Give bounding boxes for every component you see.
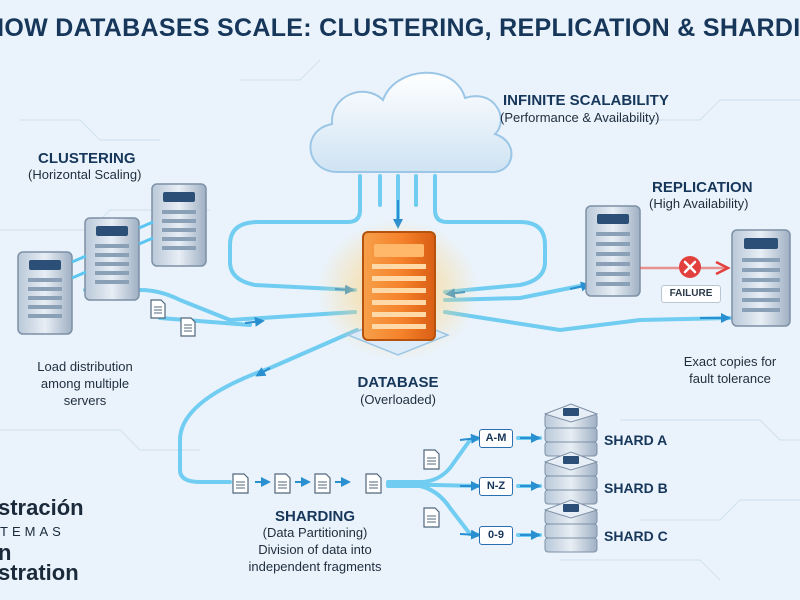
document-icon [150, 299, 166, 319]
server-icon [585, 205, 641, 297]
document-icon [365, 473, 382, 494]
shard-range-tag: N-Z [479, 477, 513, 496]
brand-watermark-line: stration [0, 560, 79, 585]
page-title: HOW DATABASES SCALE: CLUSTERING, REPLICA… [0, 14, 800, 42]
database-subheading: (Overloaded) [360, 392, 436, 407]
cloud-icon [309, 71, 513, 174]
clustering-description: Load distribution among multiple servers [25, 358, 145, 409]
clustering-description-line: Load distribution [37, 359, 133, 374]
sharding-heading: SHARDING [274, 508, 355, 525]
shard-range-tag: 0-9 [479, 526, 513, 545]
sharding-description-line: Division of data into [258, 542, 372, 557]
document-icon [423, 449, 440, 470]
sharding-description-line: independent fragments [248, 559, 382, 574]
sharding-description: Division of data into independent fragme… [235, 541, 395, 575]
clustering-subheading: (Horizontal Scaling) [28, 167, 142, 182]
document-icon [180, 317, 196, 337]
document-icon [232, 473, 249, 494]
failure-x-icon [679, 256, 701, 278]
replication-servers [585, 205, 791, 327]
brand-watermark-line: n [0, 540, 12, 565]
document-icon [274, 473, 291, 494]
failure-badge: FAILURE [661, 285, 721, 303]
cloud-heading: INFINITE SCALABILITY [503, 92, 669, 109]
replication-description: Exact copies for fault tolerance [665, 353, 795, 387]
server-icon [17, 251, 73, 335]
shard-label: SHARD C [604, 528, 668, 544]
shard-c-disk-stack-icon [543, 499, 599, 553]
shard-a-disk-stack-icon [543, 403, 599, 457]
cloud-subheading: (Performance & Availability) [500, 110, 660, 125]
clustering-heading: CLUSTERING [38, 150, 136, 167]
document-icon [423, 507, 440, 528]
sharding-documents [232, 449, 440, 528]
server-icon [731, 229, 791, 327]
shard-range-tag: A-M [479, 429, 513, 448]
replication-subheading: (High Availability) [649, 196, 749, 211]
database-heading: DATABASE [357, 374, 439, 391]
sharding-subheading: (Data Partitioning) [262, 525, 368, 540]
brand-watermark-line: stración [0, 495, 84, 520]
clustering-description-line: among multiple [40, 376, 130, 391]
clustering-servers [17, 183, 207, 335]
server-icon [151, 183, 207, 267]
document-icon [314, 473, 331, 494]
shard-b-disk-stack-icon [543, 451, 599, 505]
replication-description-line: fault tolerance [689, 371, 771, 386]
replication-heading: REPLICATION [652, 179, 753, 196]
clustering-description-line: servers [63, 393, 107, 408]
database-server-icon [318, 220, 478, 360]
server-icon [84, 217, 140, 301]
shard-stacks [543, 403, 599, 553]
shard-label: SHARD A [604, 432, 668, 448]
replication-description-line: Exact copies for [683, 354, 777, 369]
brand-watermark-line: TEMAS [0, 524, 65, 539]
shard-label: SHARD B [604, 480, 668, 496]
